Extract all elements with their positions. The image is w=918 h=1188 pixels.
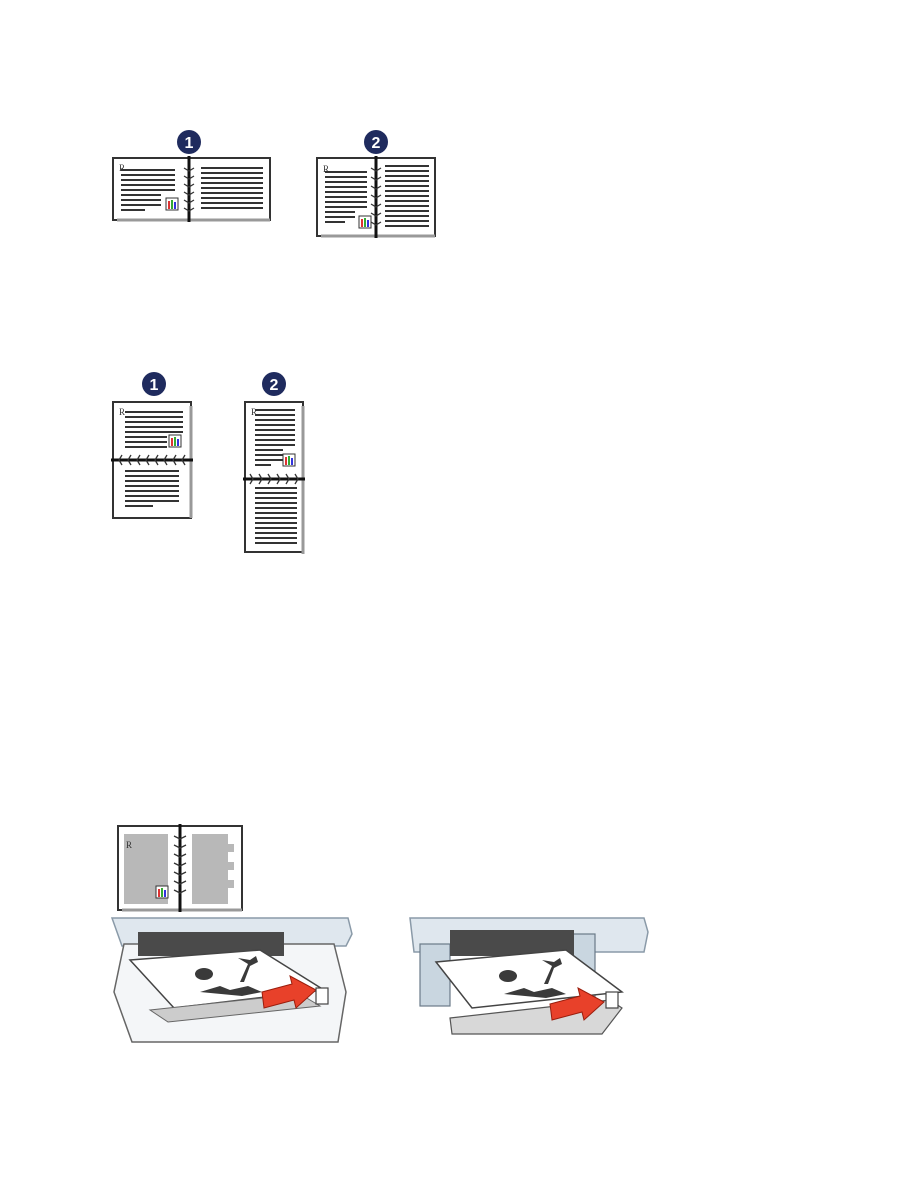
step-badge-2 xyxy=(262,372,286,396)
insert-direction-arrow xyxy=(549,987,605,1021)
svg-text:2: 2 xyxy=(270,377,279,394)
page-marker: R xyxy=(119,407,125,417)
tablet-binding-illustration: R 1 xyxy=(111,372,305,554)
step-badge-1 xyxy=(177,130,201,154)
photo-print-image xyxy=(195,956,262,996)
color-image-icon xyxy=(165,197,179,211)
book-step-2: R 2 xyxy=(316,130,436,238)
book-step-1: R 1 xyxy=(112,130,271,222)
color-image-icon xyxy=(282,453,296,467)
booklet-reload-figure: R xyxy=(110,822,655,1047)
page-marker: R xyxy=(119,163,125,173)
insert-direction-arrow xyxy=(261,975,317,1009)
color-image-icon xyxy=(358,215,372,229)
booklet-thumbnail: R xyxy=(117,824,243,912)
paper-stack xyxy=(434,949,624,1009)
page-marker: R xyxy=(126,840,132,850)
book-binding-figure: R 1 xyxy=(105,120,445,245)
step-badge-2 xyxy=(364,130,388,154)
tablet-step-2: R 2 xyxy=(243,372,305,554)
tablet-step-1: R 1 xyxy=(111,372,193,519)
svg-text:2: 2 xyxy=(372,135,381,152)
page-marker: R xyxy=(251,407,257,417)
svg-text:1: 1 xyxy=(185,135,194,152)
page-marker: R xyxy=(323,164,329,174)
photo-print-image xyxy=(499,958,566,998)
svg-text:1: 1 xyxy=(150,377,159,394)
printer-tray-left xyxy=(110,917,353,1043)
booklet-reload-illustration: R xyxy=(110,824,649,1043)
book-binding-illustration: R 1 xyxy=(112,130,436,238)
step-badge-1 xyxy=(142,372,166,396)
printer-tray-right xyxy=(409,917,649,1035)
tablet-binding-figure: R 1 xyxy=(105,368,315,560)
paper-guide xyxy=(605,991,619,1009)
color-image-icon xyxy=(168,434,182,448)
color-image-icon xyxy=(155,885,169,899)
paper-guide xyxy=(315,987,329,1005)
